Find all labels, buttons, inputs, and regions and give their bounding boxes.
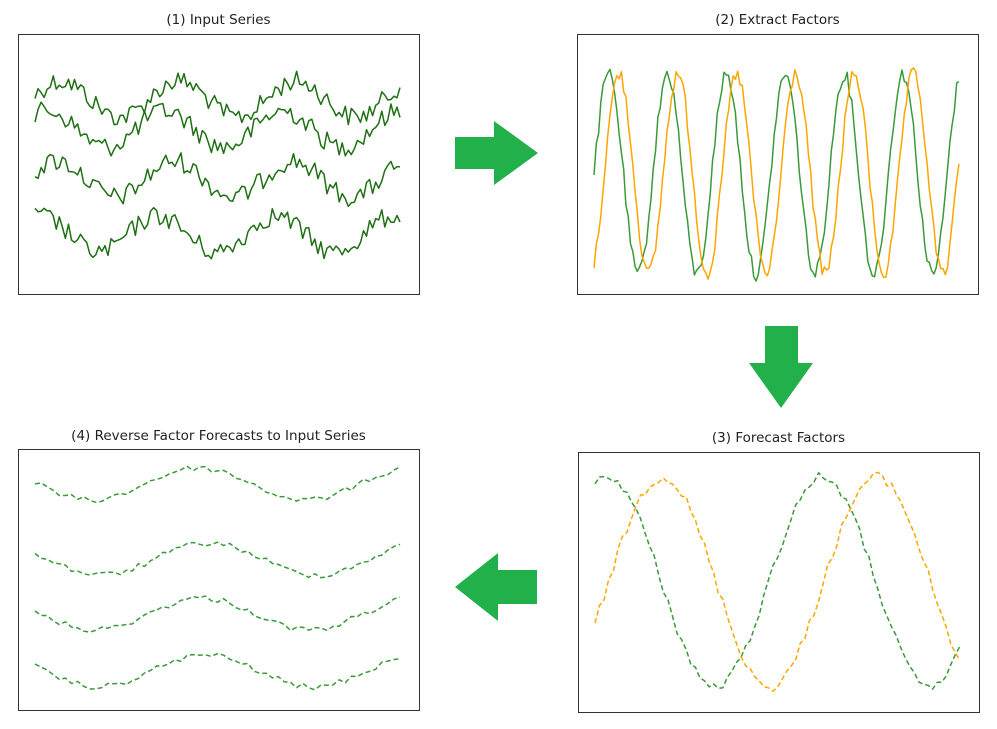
panel-frame-reverse [18,449,420,711]
forecast-factor-line [594,472,961,690]
reconstructed-series-line [34,541,401,579]
arrow-right-icon [455,121,538,185]
reconstructed-series-line [34,595,401,633]
arrow-left-icon [455,553,537,621]
arrow-down-icon [749,326,813,408]
input-series-line [34,101,401,157]
extracted-factor-line [593,67,960,280]
input-series-line [34,70,401,126]
panel-title-forecast: (3) Forecast Factors [711,430,846,446]
extracted-factor-line [593,68,960,282]
panel-frame-forecast [578,452,980,713]
panel-title-extract: (2) Extract Factors [715,12,840,28]
forecast-factor-line [594,471,961,692]
reconstructed-series-line [34,465,401,504]
panel-title-input: (1) Input Series [166,12,271,28]
input-series-line [34,152,401,208]
panel-frame-input [18,34,420,295]
input-series-line [34,206,401,260]
reconstructed-series-line [34,652,401,691]
panel-frame-extract [577,34,979,295]
panel-title-reverse: (4) Reverse Factor Forecasts to Input Se… [71,428,366,444]
